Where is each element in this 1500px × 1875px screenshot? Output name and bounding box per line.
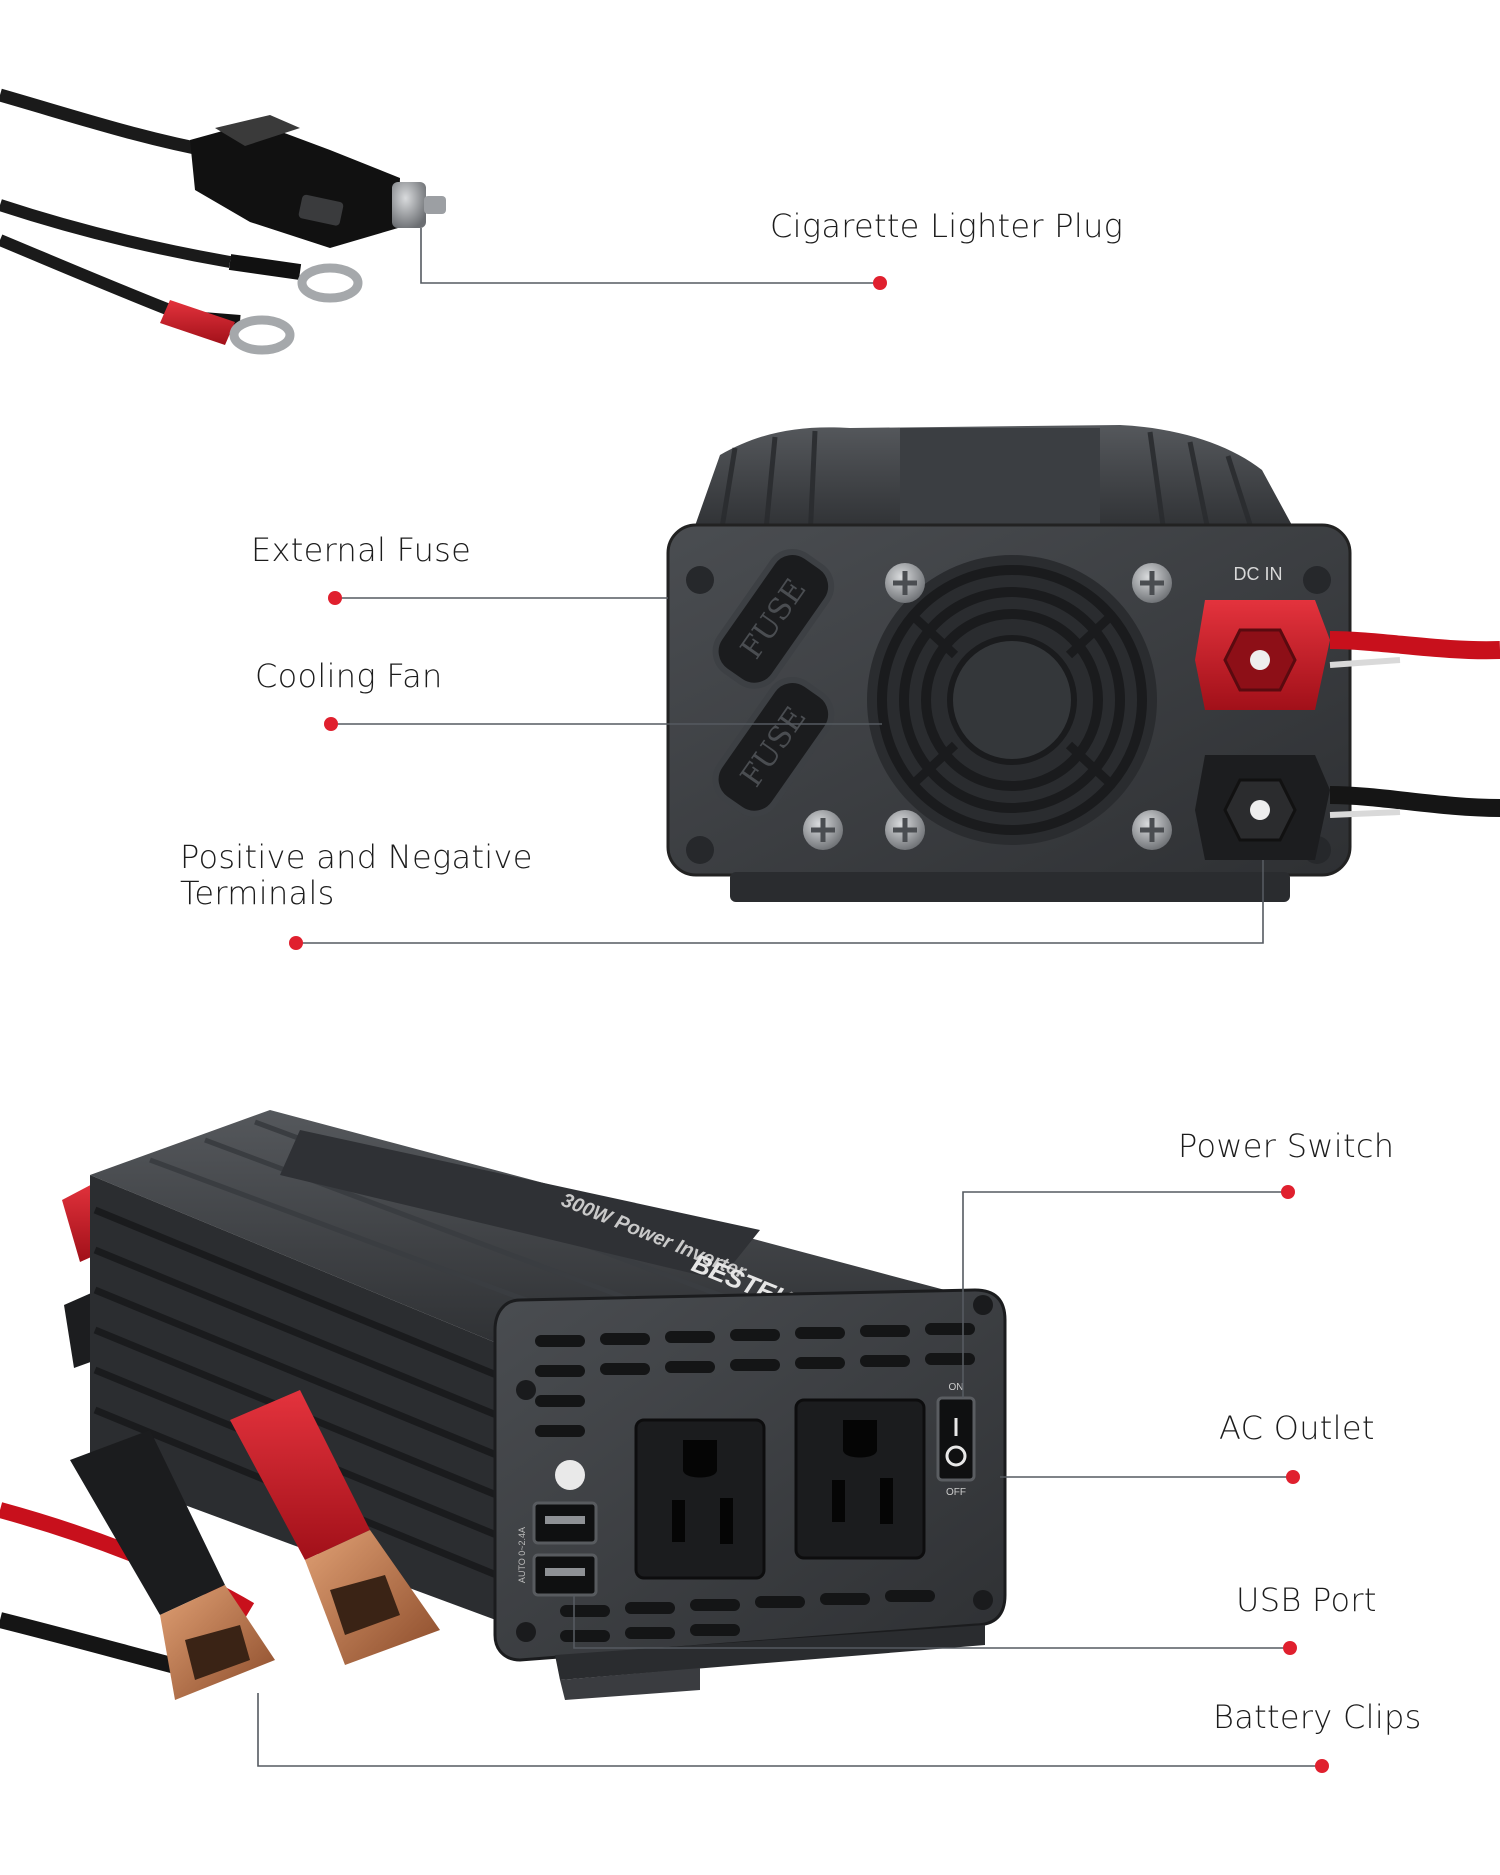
dc-in-label: DC IN xyxy=(1234,564,1283,584)
marker-usb-port xyxy=(1283,1641,1297,1655)
leader-terminals xyxy=(296,860,1264,944)
label-usb-port: USB Port xyxy=(1236,1581,1377,1619)
label-terminals-line1: Positive and Negative xyxy=(180,838,533,876)
usb-rating-marking: AUTO 0~2.4A xyxy=(517,1527,527,1583)
cigarette-lighter-plug-image xyxy=(0,88,446,355)
inverter-front-view-image: 300W Power Inverter BESTEK xyxy=(0,1110,1007,1700)
inverter-rear-view-image: FUSE FUSE xyxy=(666,425,1500,902)
label-cigarette-lighter-plug: Cigarette Lighter Plug xyxy=(770,207,1124,245)
leader-battery-clips xyxy=(257,1693,1322,1767)
label-external-fuse: External Fuse xyxy=(251,531,472,569)
marker-terminals xyxy=(289,936,303,950)
marker-cooling-fan xyxy=(324,717,338,731)
label-power-switch: Power Switch xyxy=(1178,1127,1395,1165)
label-cooling-fan: Cooling Fan xyxy=(255,657,443,695)
marker-power-switch xyxy=(1281,1185,1295,1199)
label-terminals-line2: Terminals xyxy=(180,874,335,912)
label-battery-clips: Battery Clips xyxy=(1213,1698,1422,1736)
leader-usb-port xyxy=(573,1595,1290,1649)
marker-battery-clips xyxy=(1315,1759,1329,1773)
marker-external-fuse xyxy=(328,591,342,605)
label-ac-outlet: AC Outlet xyxy=(1219,1409,1375,1447)
marker-ac-outlet xyxy=(1286,1470,1300,1484)
leader-power-switch xyxy=(962,1191,1288,1398)
switch-on-marking: ON xyxy=(949,1382,964,1393)
switch-off-marking: OFF xyxy=(946,1487,966,1498)
marker-cigarette-plug xyxy=(873,276,887,290)
leader-cigarette-plug xyxy=(420,228,880,284)
